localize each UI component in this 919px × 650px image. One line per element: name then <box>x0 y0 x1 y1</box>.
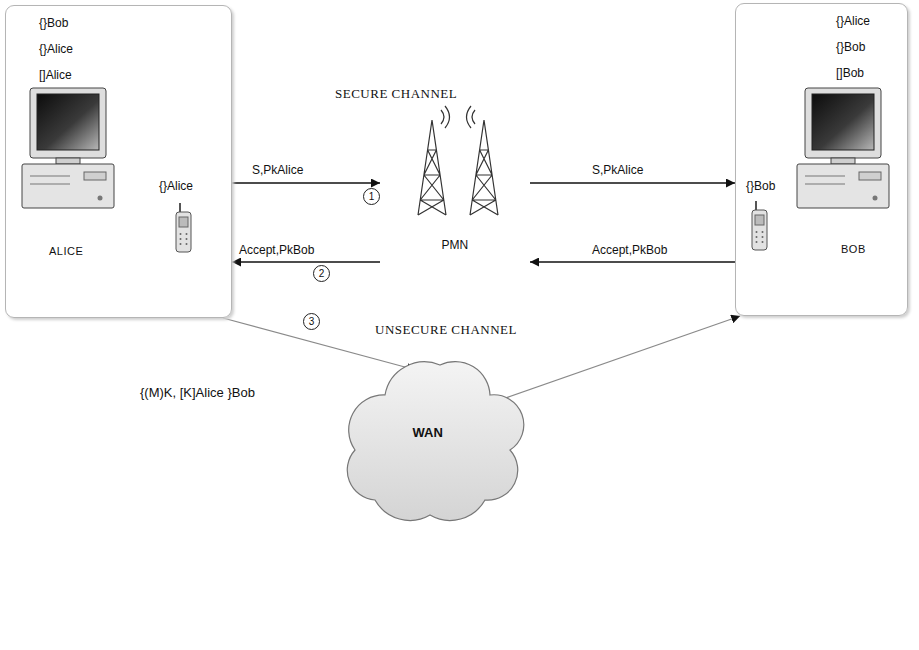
signal-arc <box>467 106 476 128</box>
key-label: []Bob <box>836 66 864 81</box>
callout-number: 3 <box>303 313 320 330</box>
key-label: {}Alice <box>39 42 73 57</box>
network-link <box>500 316 740 400</box>
party-panel: {}Alice {}Bob []Bob {}BobBOB <box>735 3 908 316</box>
channel-label: SECURE CHANNEL <box>335 86 457 101</box>
key-label: []Alice <box>39 68 72 83</box>
message-label: S,PkAlice <box>590 163 645 178</box>
message-arrow <box>232 261 380 263</box>
cloud-shape <box>347 362 524 521</box>
message-arrow <box>232 182 380 184</box>
message-arrow <box>530 182 735 184</box>
phone-icon <box>752 201 767 250</box>
computer-icon <box>22 88 114 208</box>
message-label: S,PkAlice <box>250 163 305 178</box>
message-label: Accept,PkBob <box>590 243 669 258</box>
callout-number: 1 <box>363 188 380 205</box>
key-label: {}Bob <box>39 16 68 31</box>
network-cloud: WAN <box>330 340 525 525</box>
network-name: WAN <box>413 425 443 440</box>
party-name: BOB <box>841 242 866 257</box>
radio-tower <box>418 120 446 215</box>
key-label: {}Bob <box>836 40 865 55</box>
party-name: ALICE <box>49 244 83 259</box>
phone-icon <box>176 203 191 252</box>
channel-label: UNSECURE CHANNEL <box>375 322 517 337</box>
party-panel: {}Bob {}Alice []Alice {}AliceALICE <box>5 5 232 318</box>
network-towers: PMN <box>380 110 530 275</box>
computer-icon <box>797 88 889 208</box>
phone-key-label: {}Alice <box>159 179 193 194</box>
radio-tower <box>470 120 498 215</box>
network-name: PMN <box>442 238 469 253</box>
key-label: {}Alice <box>836 14 870 29</box>
message-label: Accept,PkBob <box>237 243 316 258</box>
callout-number: 2 <box>313 265 330 282</box>
message-formula: {(M)K, [K]Alice }Bob <box>140 385 255 400</box>
phone-key-label: {}Bob <box>746 179 775 194</box>
signal-arc <box>441 106 450 128</box>
message-arrow <box>530 261 735 263</box>
